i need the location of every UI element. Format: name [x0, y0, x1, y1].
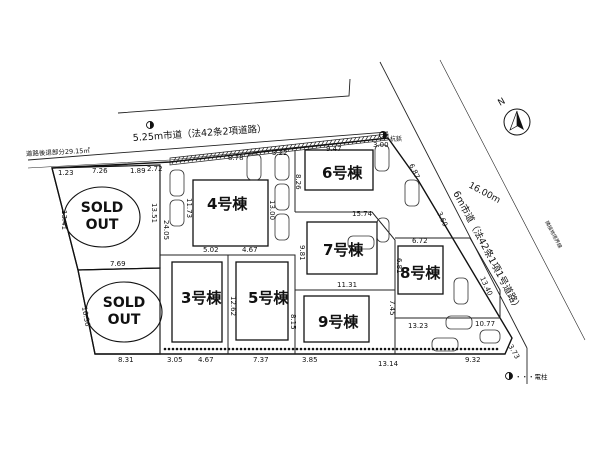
svg-text:24.05: 24.05	[162, 220, 170, 240]
svg-text:5.02: 5.02	[203, 246, 219, 254]
svg-text:3.60: 3.60	[435, 210, 449, 228]
sold-out-lots	[51, 164, 161, 355]
svg-text:7.37: 7.37	[253, 356, 269, 364]
svg-text:10.77: 10.77	[475, 320, 495, 328]
svg-text:11.73: 11.73	[185, 198, 193, 218]
house-label: 7号棟	[323, 241, 364, 259]
svg-text:3.22: 3.22	[272, 149, 288, 157]
house-label: 5号棟	[248, 289, 289, 307]
svg-text:13.00: 13.00	[268, 200, 276, 220]
svg-text:11.31: 11.31	[337, 281, 357, 289]
svg-text:10.36: 10.36	[80, 306, 91, 328]
svg-text:3.05: 3.05	[167, 356, 183, 364]
svg-text:3.00: 3.00	[373, 141, 389, 149]
svg-text:7.26: 7.26	[92, 167, 108, 175]
house-label: 3号棟	[181, 289, 222, 307]
svg-text:8.31: 8.31	[118, 356, 134, 364]
svg-text:12.62: 12.62	[229, 296, 237, 316]
svg-text:4.67: 4.67	[198, 356, 214, 364]
house-label: 8号棟	[400, 264, 441, 282]
svg-text:8.26: 8.26	[294, 174, 302, 190]
svg-text:1.89: 1.89	[130, 167, 146, 175]
road-width-label: 16.00m	[467, 181, 502, 206]
svg-text:13.14: 13.14	[378, 360, 399, 368]
sold-out-ellipse	[63, 186, 163, 343]
parking-cars	[169, 144, 501, 352]
svg-text:7.69: 7.69	[110, 260, 126, 268]
house-label: 9号棟	[318, 313, 359, 331]
pole-icon	[146, 121, 513, 380]
east-road	[379, 59, 586, 384]
svg-text:8.15: 8.15	[289, 314, 297, 330]
road-frontage-hatch	[169, 133, 389, 166]
svg-text:9.81: 9.81	[298, 245, 306, 261]
pole-legend: ・・・電柱	[515, 372, 548, 381]
svg-text:13.51: 13.51	[150, 203, 158, 223]
svg-text:6.72: 6.72	[412, 237, 428, 245]
house-footprints	[171, 149, 444, 343]
north-compass	[503, 108, 531, 136]
svg-text:6.81: 6.81	[395, 258, 403, 274]
svg-text:9.32: 9.32	[465, 356, 481, 364]
house-label: 6号棟	[322, 164, 363, 182]
boundary-marker-label: 杭鋲	[390, 135, 402, 143]
fence-line	[163, 347, 499, 351]
setback-area-label: 道路後退部分29.15㎡	[26, 146, 91, 158]
house-label: 4号棟	[207, 195, 248, 213]
svg-text:15.74: 15.74	[352, 210, 373, 218]
svg-text:2.72: 2.72	[147, 165, 163, 173]
svg-text:6.87: 6.87	[407, 162, 421, 180]
svg-text:8.78: 8.78	[228, 154, 244, 162]
svg-text:1.23: 1.23	[58, 169, 74, 177]
svg-text:9.47: 9.47	[326, 145, 342, 153]
svg-text:3.73: 3.73	[506, 343, 521, 361]
svg-text:4.67: 4.67	[242, 246, 258, 254]
dimension-labels: 1.23 7.26 1.89 2.72 13.51 13.41 7.69 10.…	[58, 141, 521, 368]
svg-text:13.41: 13.41	[60, 210, 68, 230]
compass-label: N	[497, 97, 508, 109]
svg-text:3.85: 3.85	[302, 356, 318, 364]
right-edge-note: 隣接地境界線	[543, 220, 563, 250]
svg-text:7.45: 7.45	[388, 300, 396, 316]
svg-text:13.23: 13.23	[408, 322, 428, 330]
